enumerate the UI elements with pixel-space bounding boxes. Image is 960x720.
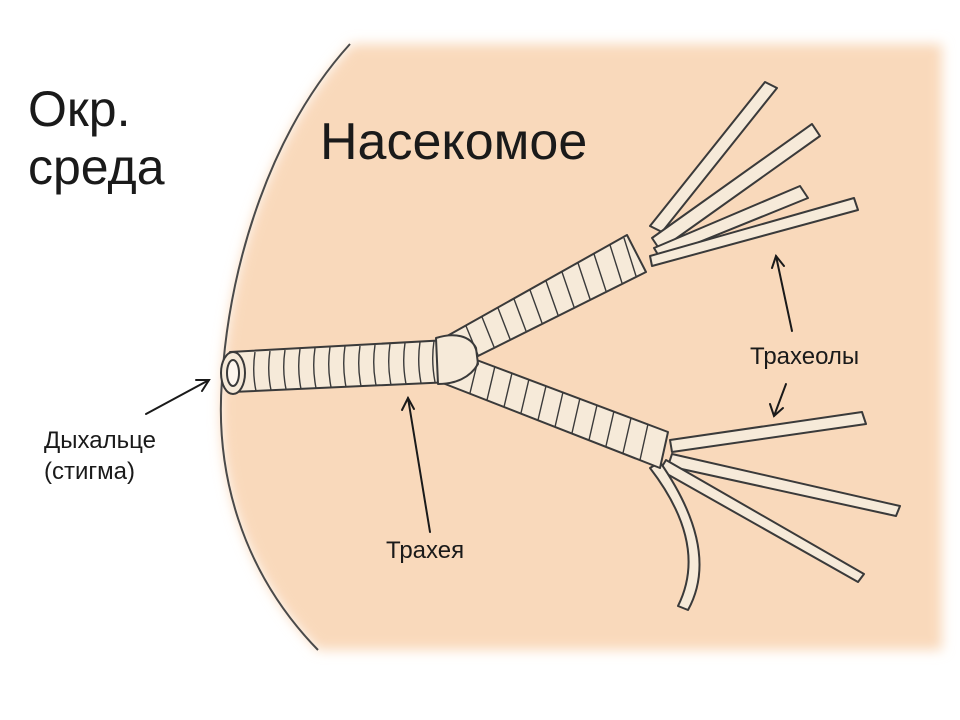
tracheole-arrow-up-head	[771, 253, 785, 269]
trunk-ring	[253, 351, 257, 392]
spiracle-hole	[226, 359, 240, 387]
trunk-ring	[343, 345, 347, 388]
insect-body-region	[220, 44, 942, 650]
environment-label-line2: среда	[28, 139, 165, 195]
spiracle-label-line1: Дыхальце	[44, 427, 156, 454]
lower-branch-ring	[571, 397, 581, 434]
environment-label-line1: Окр.	[28, 81, 131, 137]
lower-branch-ring	[622, 417, 632, 454]
trunk-ring	[403, 342, 407, 385]
tracheole-upper-4	[649, 197, 859, 267]
trachea-arrow	[407, 397, 431, 533]
tracheoles-label: Трахеолы	[750, 343, 860, 370]
lower-branch-ring	[520, 378, 530, 414]
tracheole-lower-4	[649, 461, 701, 611]
lower-branch-ring	[639, 423, 649, 461]
trachea-arrowhead	[401, 395, 415, 411]
trunk-ring	[283, 349, 287, 390]
spiracle-arrowhead	[195, 379, 211, 392]
lower-branch-ring	[486, 365, 496, 401]
trunk-ring	[388, 343, 392, 386]
upper-branch-ring	[529, 289, 543, 324]
upper-branch-ring	[545, 280, 559, 316]
insect-label: Насекомое	[320, 113, 588, 171]
trunk-ring	[358, 345, 362, 387]
trunk-ring	[328, 346, 332, 388]
trunk-ring	[373, 344, 377, 386]
lower-branch-ring	[605, 410, 615, 447]
upper-branch-ring	[561, 271, 575, 308]
tracheole-arrow-down-head	[769, 403, 784, 418]
environment-label: Окр. среда	[28, 80, 165, 196]
upper-branch-ring	[577, 262, 591, 300]
tracheole-arrow-up	[775, 255, 793, 332]
upper-branch-ring	[481, 316, 495, 348]
trachea-junction	[435, 334, 479, 385]
trunk-ring	[268, 350, 272, 391]
upper-branch-ring	[593, 253, 607, 292]
upper-branch-ring	[609, 244, 623, 284]
trunk-ring	[418, 341, 422, 384]
spiracle-arrow	[145, 379, 210, 415]
trachea-label: Трахея	[386, 537, 465, 564]
upper-branch-ring	[497, 307, 511, 340]
lower-branch-ring	[503, 372, 513, 408]
upper-branch-ring	[623, 237, 637, 277]
lower-branch-ring	[554, 391, 564, 428]
lower-branch-ring	[588, 404, 598, 441]
tracheole-upper-1	[649, 81, 778, 233]
spiracle-label-line2: (стигма)	[44, 458, 135, 485]
upper-branch-ring	[513, 298, 527, 332]
spiracle-label: Дыхальце (стигма)	[44, 425, 156, 487]
lower-branch-ring	[469, 359, 479, 394]
tracheole-lower-1	[669, 411, 867, 453]
tracheole-arrow-down	[773, 383, 787, 417]
lower-branch-ring	[537, 385, 547, 421]
trunk-ring	[313, 347, 317, 389]
trunk-ring	[432, 340, 436, 383]
trunk-ring	[298, 348, 302, 390]
upper-branch-ring	[465, 325, 479, 356]
